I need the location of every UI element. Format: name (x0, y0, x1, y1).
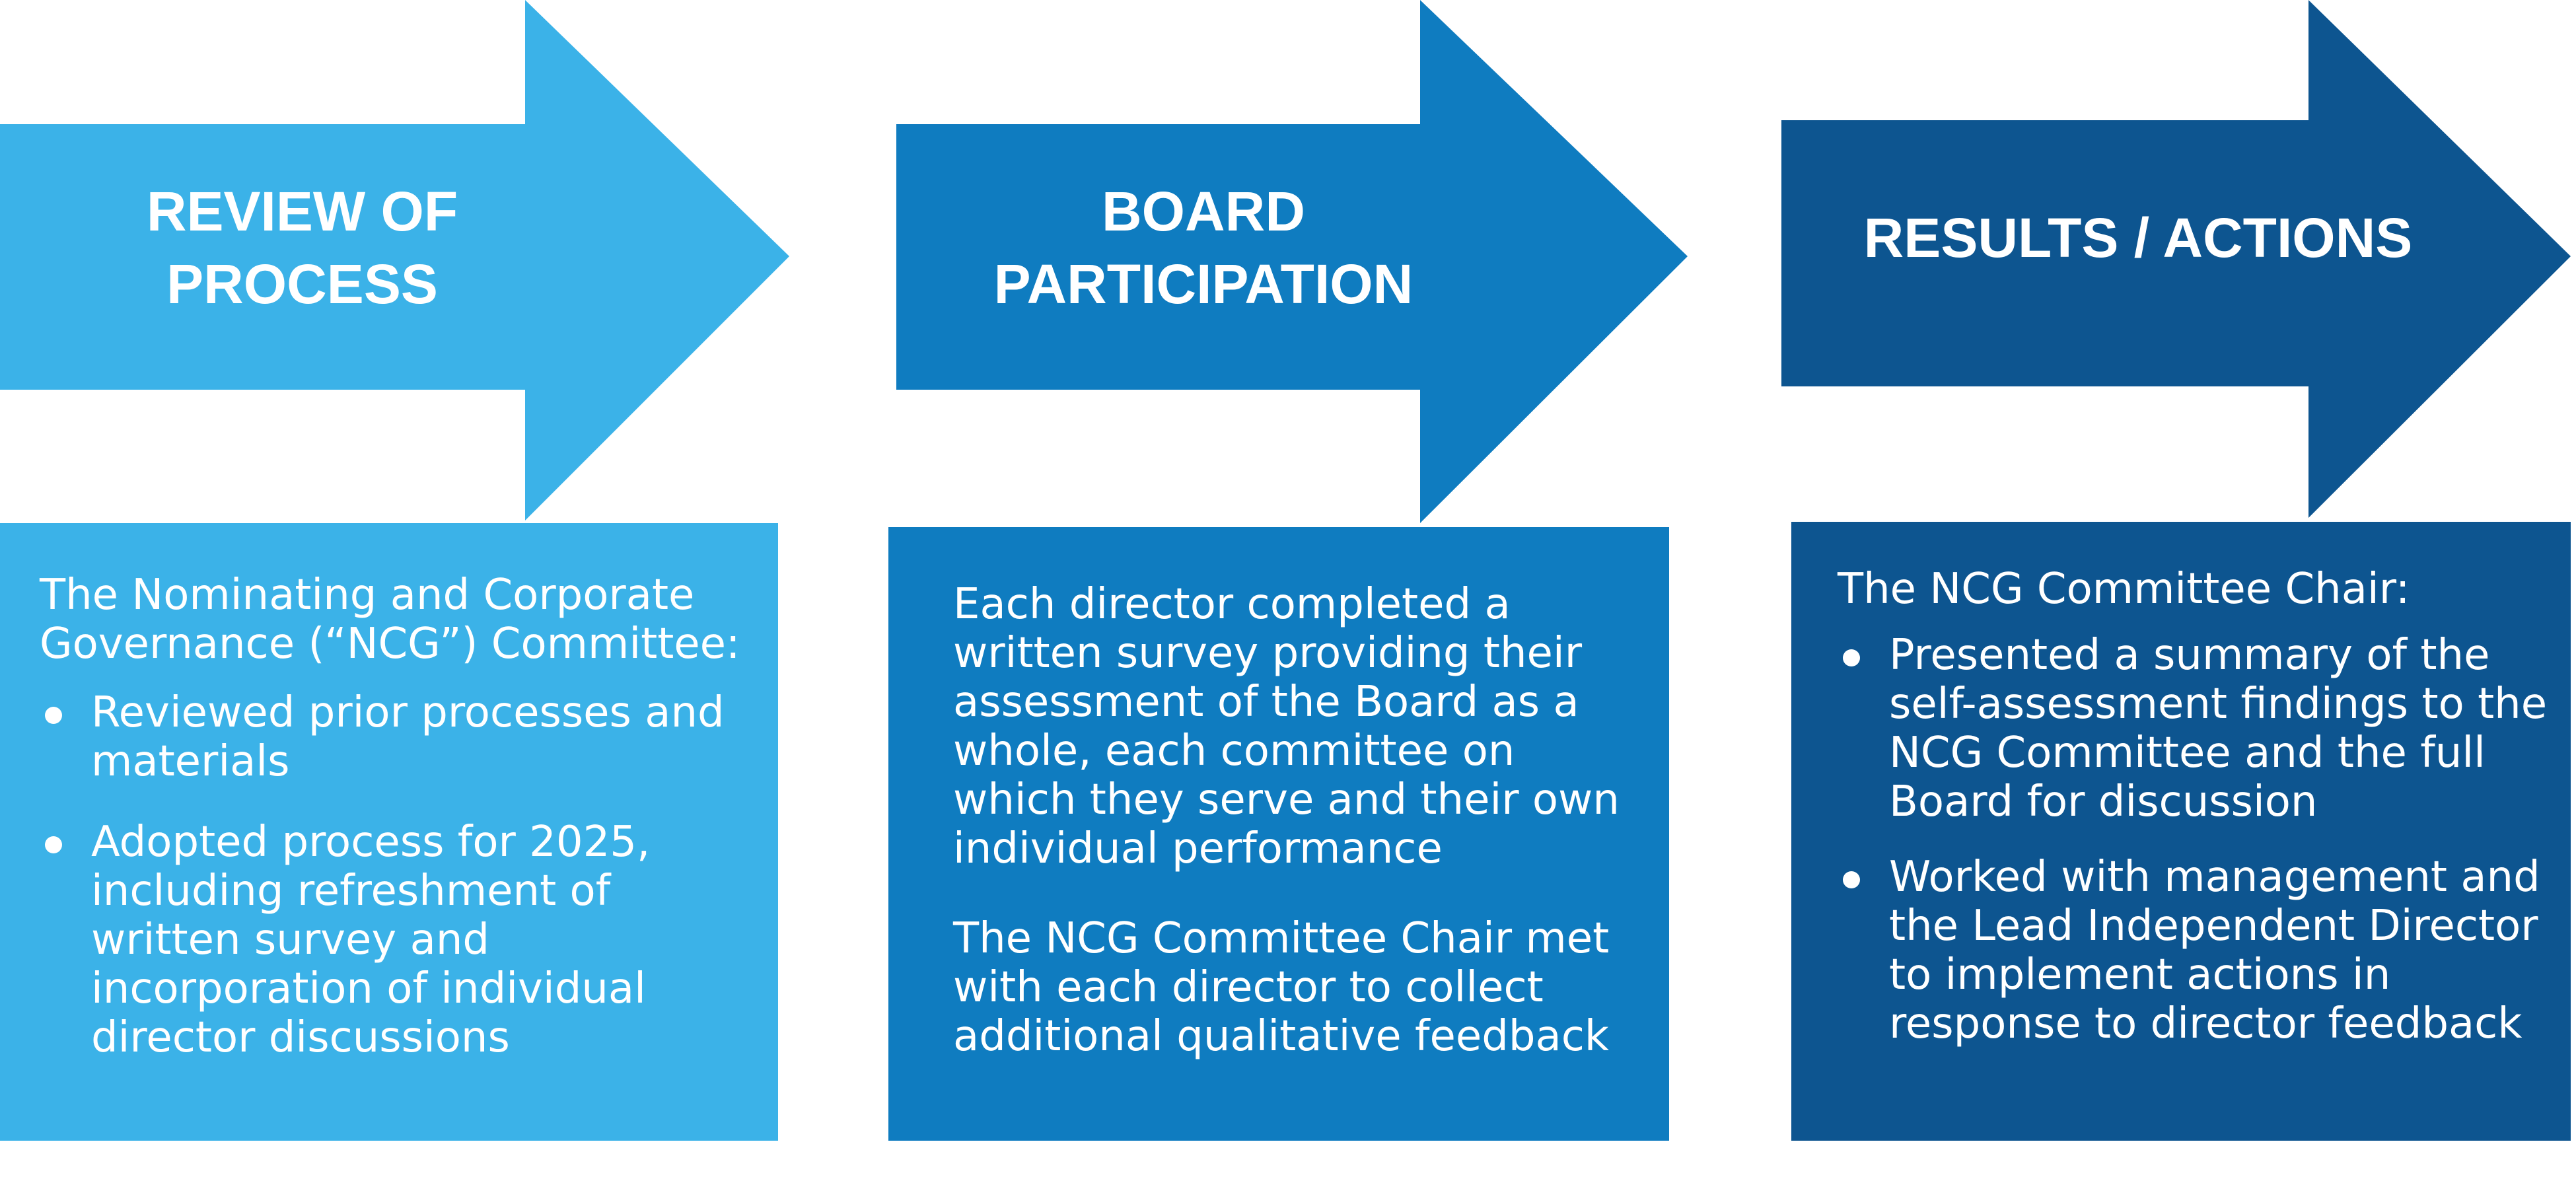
step1-bullet-list: Reviewed prior processes and materials A… (40, 688, 758, 1062)
step1-bullet-text: Reviewed prior processes and materials (91, 688, 725, 786)
step2-paragraph: The NCG Committee Chair met with each di… (953, 914, 1610, 1061)
step3-bullet: Presented a summary of the self-assessme… (1838, 631, 2558, 826)
step3-bullet-text: Worked with management and the Lead Inde… (1889, 853, 2540, 1048)
step3-bullet-text: Presented a summary of the self-assessme… (1889, 631, 2548, 826)
bullet-icon (45, 707, 62, 724)
step1-bullet-text: Adopted process for 2025, including refr… (91, 818, 651, 1062)
bullet-icon (1843, 871, 1860, 888)
step3-bullet-list: Presented a summary of the self-assessme… (1838, 631, 2558, 1048)
step2-arrow (896, 0, 1688, 523)
step1-bullet: Reviewed prior processes and materials (40, 688, 758, 786)
step1-intro: The Nominating and Corporate Governance … (40, 571, 740, 668)
step1-arrow (0, 0, 789, 520)
step2-title: BOARD PARTICIPATION (993, 180, 1413, 315)
step3-bullet: Worked with management and the Lead Inde… (1838, 853, 2558, 1048)
step3-box: The NCG Committee Chair: Presented a sum… (1791, 522, 2571, 1141)
step2-paragraph: Each director completed a written survey… (953, 580, 1620, 873)
step1-bullet: Adopted process for 2025, including refr… (40, 818, 758, 1062)
bullet-icon (1843, 649, 1860, 666)
step2-box: Each director completed a written survey… (888, 527, 1669, 1141)
step1-title: REVIEW OF PROCESS (146, 180, 458, 315)
step3-intro: The NCG Committee Chair: (1838, 565, 2410, 614)
step1-box: The Nominating and Corporate Governance … (0, 523, 778, 1141)
bullet-icon (45, 836, 62, 853)
step3-title: RESULTS / ACTIONS (1863, 207, 2413, 269)
step3-arrow (1781, 0, 2571, 518)
